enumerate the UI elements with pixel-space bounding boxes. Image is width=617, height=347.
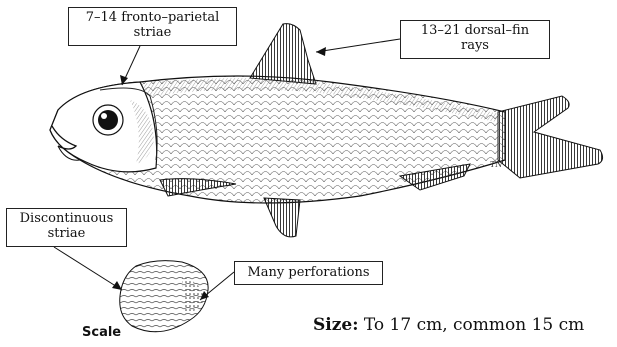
discontinuous-line1: Discontinuous bbox=[12, 211, 121, 226]
perforations-text: Many perforations bbox=[240, 265, 377, 280]
fronto-parietal-line1: 7–14 fronto–parietal bbox=[74, 10, 231, 25]
fronto-parietal-line2: striae bbox=[74, 25, 231, 40]
caudal-fin bbox=[498, 96, 603, 178]
dorsal-fin-line1: 13–21 dorsal–fin bbox=[406, 23, 544, 38]
fronto-parietal-label: 7–14 fronto–parietal striae bbox=[68, 7, 237, 46]
dorsal-fin-line2: rays bbox=[406, 38, 544, 53]
dorsal-fin bbox=[250, 24, 316, 84]
pelvic-fin bbox=[264, 198, 300, 237]
discontinuous-line2: striae bbox=[12, 226, 121, 241]
perforations-label: Many perforations bbox=[234, 261, 383, 285]
artist-mark: TN bbox=[490, 160, 503, 169]
scale-caption: Scale bbox=[82, 325, 121, 340]
size-prefix: Size: bbox=[313, 315, 358, 335]
size-caption: Size: To 17 cm, common 15 cm bbox=[313, 315, 584, 335]
size-text: To 17 cm, common 15 cm bbox=[358, 315, 584, 335]
discontinuous-striae-label: Discontinuous striae bbox=[6, 208, 127, 247]
dorsal-fin-label: 13–21 dorsal–fin rays bbox=[400, 20, 550, 59]
